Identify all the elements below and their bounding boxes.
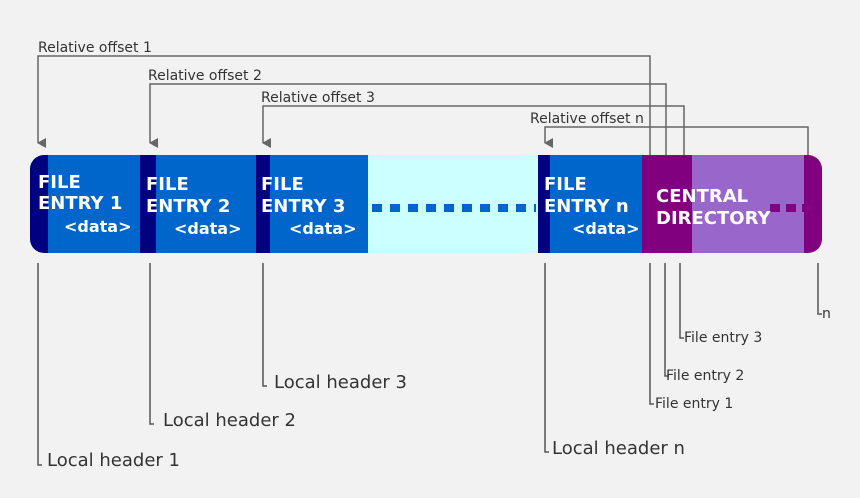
local-header-n-label: Local header n bbox=[552, 438, 685, 459]
relative-offset-1-label: Relative offset 1 bbox=[38, 40, 152, 56]
local-header-2-label: Local header 2 bbox=[163, 410, 296, 431]
file-entry-2-title-line1: FILE bbox=[146, 174, 189, 195]
central-directory-header-block bbox=[642, 155, 692, 253]
cd-file-entry-3-leader bbox=[679, 263, 684, 339]
cd-file-entry-2-leader bbox=[664, 263, 669, 377]
file-entry-2-title-line2: ENTRY 2 bbox=[146, 196, 230, 217]
local-header-n-leader bbox=[544, 263, 549, 453]
local-header-2-leader bbox=[149, 263, 154, 425]
cd-file-entry-1-label: File entry 1 bbox=[655, 396, 733, 412]
file-entry-n-data: <data> bbox=[572, 219, 640, 238]
relative-offset-3-label: Relative offset 3 bbox=[261, 90, 375, 106]
central-directory-body-block bbox=[692, 155, 804, 253]
local-header-1-leader bbox=[37, 263, 42, 466]
file-entry-n-block bbox=[550, 155, 642, 253]
cd-file-entry-1-leader bbox=[649, 263, 654, 405]
file-entry-2-header-strip bbox=[140, 155, 156, 253]
central-directory-title-line1: CENTRAL bbox=[656, 186, 748, 207]
relative-offset-2-label: Relative offset 2 bbox=[148, 68, 262, 84]
file-entry-3-title-line1: FILE bbox=[261, 174, 304, 195]
local-header-1-label: Local header 1 bbox=[47, 450, 180, 471]
local-header-3-leader bbox=[262, 263, 267, 387]
file-entry-1-header-strip bbox=[30, 155, 48, 253]
central-directory-title-line2: DIRECTORY bbox=[656, 208, 771, 229]
file-entry-n-title-line1: FILE bbox=[544, 174, 587, 195]
cd-entry-n-leader bbox=[817, 263, 822, 315]
relative-offset-n-label: Relative offset n bbox=[530, 111, 644, 127]
file-entry-1-block bbox=[48, 155, 140, 253]
file-entry-n-header-strip bbox=[538, 155, 550, 253]
cd-file-entry-2-label: File entry 2 bbox=[666, 368, 744, 384]
file-entry-3-header-strip bbox=[256, 155, 270, 253]
relative-offset-n-arrow bbox=[544, 126, 809, 155]
file-entry-2-block bbox=[156, 155, 256, 253]
central-directory-end-strip bbox=[804, 155, 822, 253]
file-entry-3-block bbox=[270, 155, 368, 253]
file-entry-3-data: <data> bbox=[289, 219, 357, 238]
file-entry-1-data: <data> bbox=[64, 217, 132, 236]
file-entry-3-title-line2: ENTRY 3 bbox=[261, 196, 345, 217]
relative-offset-2-arrow bbox=[149, 83, 667, 155]
archive-bar bbox=[30, 155, 822, 253]
file-entry-2-data: <data> bbox=[174, 219, 242, 238]
cd-entry-n-label: n bbox=[822, 306, 831, 322]
relative-offset-3-arrow bbox=[262, 105, 685, 155]
file-entry-1-title-line1: FILE bbox=[38, 172, 81, 193]
file-entry-1-title-line2: ENTRY 1 bbox=[38, 193, 122, 214]
local-header-3-label: Local header 3 bbox=[274, 372, 407, 393]
file-entry-n-title-line2: ENTRY n bbox=[544, 196, 629, 217]
cd-file-entry-3-label: File entry 3 bbox=[684, 330, 762, 346]
